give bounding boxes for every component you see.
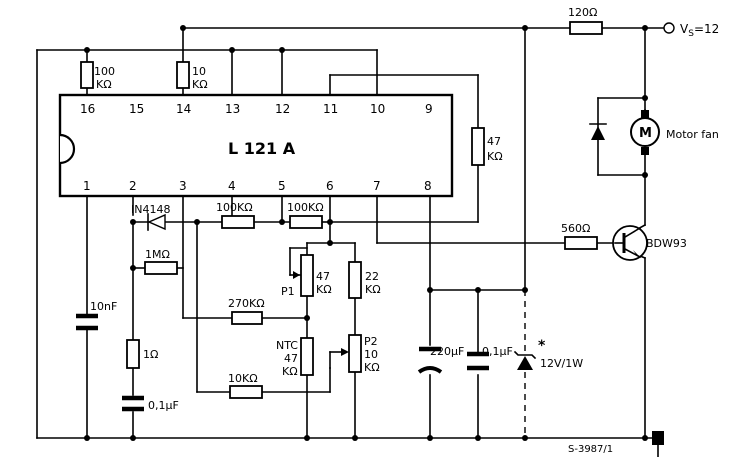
motor-fan: M Motor fan bbox=[630, 110, 719, 155]
junction-dots bbox=[84, 25, 648, 441]
reference-code: S-3987/1 bbox=[568, 444, 613, 455]
svg-text:12V/1W: 12V/1W bbox=[540, 357, 583, 370]
resistor-560-ohm: 560Ω bbox=[561, 222, 598, 250]
svg-text:KΩ: KΩ bbox=[487, 150, 503, 163]
svg-text:2: 2 bbox=[129, 179, 137, 193]
resistor-10k-top: 10 KΩ bbox=[176, 61, 208, 91]
svg-text:KΩ: KΩ bbox=[96, 78, 112, 91]
svg-text:220μF: 220μF bbox=[430, 345, 464, 358]
svg-text:14: 14 bbox=[176, 102, 191, 116]
svg-text:P1: P1 bbox=[281, 285, 295, 298]
svg-text:IN4148: IN4148 bbox=[131, 203, 170, 216]
svg-text:6: 6 bbox=[326, 179, 334, 193]
svg-text:0,1μF: 0,1μF bbox=[482, 345, 513, 358]
svg-text:1Ω: 1Ω bbox=[143, 348, 158, 361]
svg-text:NTC: NTC bbox=[276, 339, 298, 352]
svg-text:12: 12 bbox=[275, 102, 290, 116]
capacitor-220uf: 220μF bbox=[417, 345, 464, 374]
resistor-120-ohm: 120Ω bbox=[568, 6, 603, 35]
svg-text:5: 5 bbox=[278, 179, 286, 193]
svg-text:47: 47 bbox=[284, 352, 298, 365]
svg-text:16: 16 bbox=[80, 102, 95, 116]
wires bbox=[36, 27, 665, 439]
svg-text:15: 15 bbox=[129, 102, 144, 116]
svg-text:3: 3 bbox=[179, 179, 187, 193]
svg-text:0,1μF: 0,1μF bbox=[148, 399, 179, 412]
svg-text:560Ω: 560Ω bbox=[561, 222, 590, 235]
svg-text:11: 11 bbox=[323, 102, 338, 116]
svg-text:KΩ: KΩ bbox=[282, 365, 298, 378]
svg-text:7: 7 bbox=[373, 179, 381, 193]
potentiometer-p1: P1 47 KΩ bbox=[281, 254, 332, 298]
svg-text:10: 10 bbox=[192, 65, 206, 78]
svg-text:270KΩ: 270KΩ bbox=[228, 297, 265, 310]
zener-diode: * 12V/1W bbox=[513, 290, 583, 438]
ground-symbol bbox=[652, 431, 664, 457]
potentiometer-p2: P2 10 KΩ bbox=[329, 334, 380, 374]
svg-text:M: M bbox=[639, 126, 652, 141]
capacitor-0-1uf-right: 0,1μF bbox=[467, 345, 513, 371]
resistor-1-ohm: 1Ω bbox=[126, 339, 158, 369]
capacitor-10nf: 10nF bbox=[76, 300, 117, 331]
resistor-22k: 22 KΩ bbox=[348, 261, 381, 299]
resistor-100k-b: 100KΩ bbox=[287, 201, 324, 229]
transistor-bdw93: BDW93 bbox=[612, 225, 687, 261]
svg-text:P2: P2 bbox=[364, 335, 378, 348]
resistor-1m: 1MΩ bbox=[144, 248, 178, 275]
ic-bottom-pins: 1 2 3 4 5 6 7 8 bbox=[83, 179, 432, 193]
svg-text:KΩ: KΩ bbox=[364, 361, 380, 374]
svg-text:13: 13 bbox=[225, 102, 240, 116]
thermistor-ntc: NTC 47 KΩ bbox=[276, 337, 314, 378]
resistor-47k-right: 47 KΩ bbox=[471, 127, 503, 166]
svg-text:1MΩ: 1MΩ bbox=[145, 248, 170, 261]
diode-in4148: IN4148 bbox=[131, 203, 170, 231]
resistor-270k: 270KΩ bbox=[228, 297, 265, 325]
svg-text:9: 9 bbox=[425, 102, 433, 116]
flyback-diode bbox=[589, 123, 607, 140]
ic-name: L 121 A bbox=[228, 139, 296, 158]
svg-text:10KΩ: 10KΩ bbox=[228, 372, 258, 385]
svg-text:100: 100 bbox=[94, 65, 115, 78]
svg-text:BDW93: BDW93 bbox=[646, 237, 687, 250]
ic-l121a: L 121 A 16 15 14 13 12 11 10 9 1 2 3 4 5… bbox=[58, 93, 454, 198]
svg-text:120Ω: 120Ω bbox=[568, 6, 597, 19]
resistor-10k-bottom: 10KΩ bbox=[228, 372, 263, 399]
svg-text:47: 47 bbox=[487, 135, 501, 148]
svg-text:8: 8 bbox=[424, 179, 432, 193]
svg-text:4: 4 bbox=[228, 179, 236, 193]
ic-top-pins: 16 15 14 13 12 11 10 9 bbox=[80, 102, 433, 116]
svg-text:*: * bbox=[538, 338, 546, 354]
svg-text:10: 10 bbox=[370, 102, 385, 116]
svg-text:100KΩ: 100KΩ bbox=[216, 201, 253, 214]
svg-text:1: 1 bbox=[83, 179, 91, 193]
svg-text:VS=12: VS=12 bbox=[680, 22, 719, 39]
svg-text:47: 47 bbox=[316, 270, 330, 283]
resistor-100k-top: 100 KΩ bbox=[80, 61, 115, 91]
svg-text:KΩ: KΩ bbox=[365, 283, 381, 296]
supply-terminal: VS=12 bbox=[663, 22, 719, 39]
svg-text:KΩ: KΩ bbox=[192, 78, 208, 91]
svg-text:100KΩ: 100KΩ bbox=[287, 201, 324, 214]
svg-text:22: 22 bbox=[365, 270, 379, 283]
svg-text:KΩ: KΩ bbox=[316, 283, 332, 296]
svg-text:10nF: 10nF bbox=[90, 300, 117, 313]
capacitor-0-1uf-left: 0,1μF bbox=[122, 395, 179, 412]
resistor-100k-a: 100KΩ bbox=[216, 201, 255, 229]
svg-text:Motor fan: Motor fan bbox=[666, 128, 719, 141]
svg-text:10: 10 bbox=[364, 348, 378, 361]
